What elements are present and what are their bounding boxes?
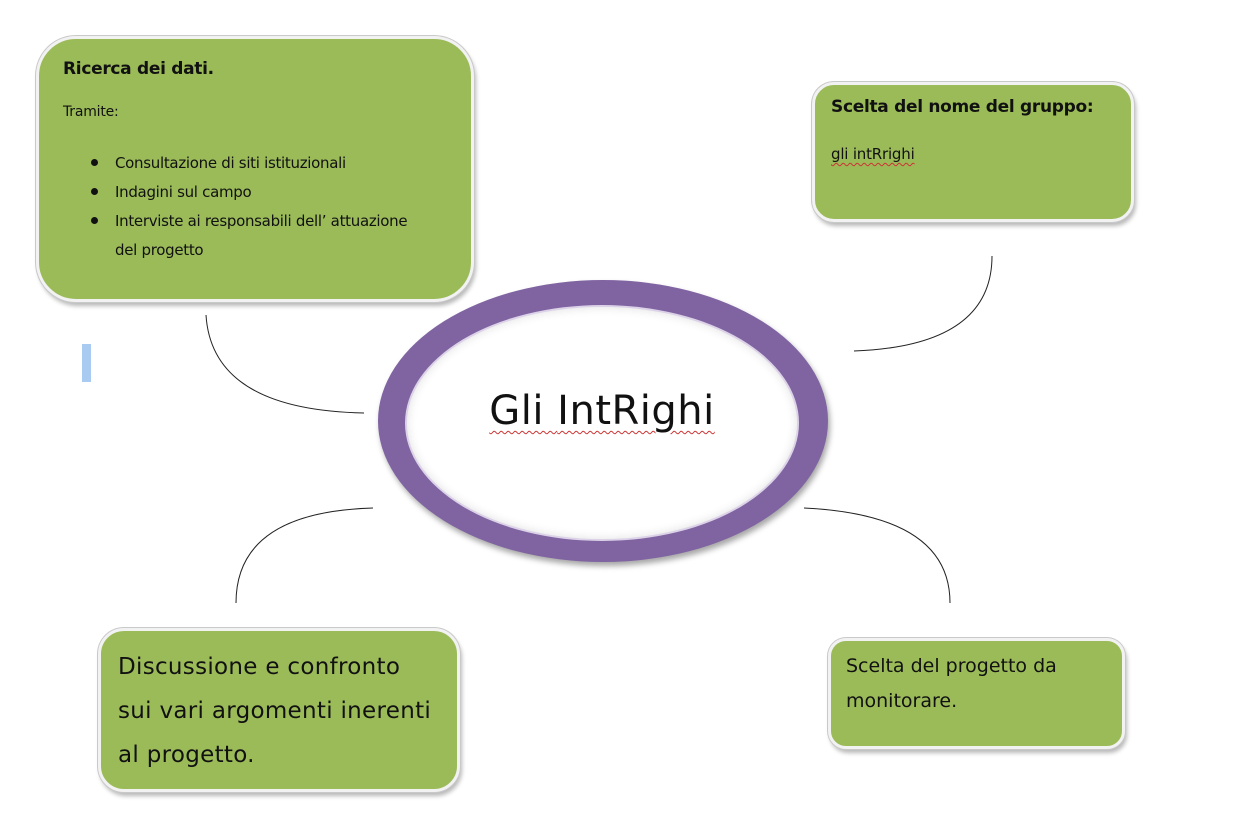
list-item: Indagini sul campo: [91, 178, 431, 207]
node-ricerca-subtitle: Tramite:: [63, 104, 119, 120]
center-title-prefix: Gli: [489, 388, 558, 434]
node-discussione-text: Discussione e confronto sui vari argomen…: [118, 645, 431, 777]
node-discussione-line: al progetto.: [118, 742, 255, 768]
node-progetto-line: Scelta del progetto da: [846, 655, 1057, 677]
node-nome-title: Scelta del nome del gruppo:: [831, 97, 1094, 117]
node-scelta-nome: Scelta del nome del gruppo: gli intRrigh…: [812, 82, 1134, 222]
connector-progetto: [803, 507, 951, 604]
center-title: Gli IntRighi: [405, 388, 799, 434]
node-scelta-progetto: Scelta del progetto da monitorare.: [828, 638, 1125, 749]
text-cursor-marker: [82, 344, 91, 382]
node-discussione-line: sui vari argomenti inerenti: [118, 698, 432, 724]
node-discussione-line: Discussione e confronto: [118, 654, 401, 680]
node-nome-text: gli intRrighi: [831, 145, 915, 163]
connector-ricerca: [205, 314, 365, 414]
center-ellipse: [405, 305, 799, 541]
list-item: Interviste ai responsabili dell’ attuazi…: [91, 207, 431, 265]
connector-nome: [853, 255, 993, 352]
node-ricerca-title: Ricerca dei dati.: [63, 59, 214, 79]
node-ricerca-dei-dati: Ricerca dei dati. Tramite: Consultazione…: [36, 36, 474, 302]
list-item: Consultazione di siti istituzionali: [91, 149, 431, 178]
node-progetto-text: Scelta del progetto da monitorare.: [846, 649, 1057, 719]
connector-discussione: [235, 507, 374, 604]
center-title-name: IntRighi: [557, 388, 715, 434]
node-discussione: Discussione e confronto sui vari argomen…: [98, 628, 460, 792]
node-ricerca-list: Consultazione di siti istituzionali Inda…: [91, 149, 431, 265]
node-progetto-line: monitorare.: [846, 690, 958, 712]
